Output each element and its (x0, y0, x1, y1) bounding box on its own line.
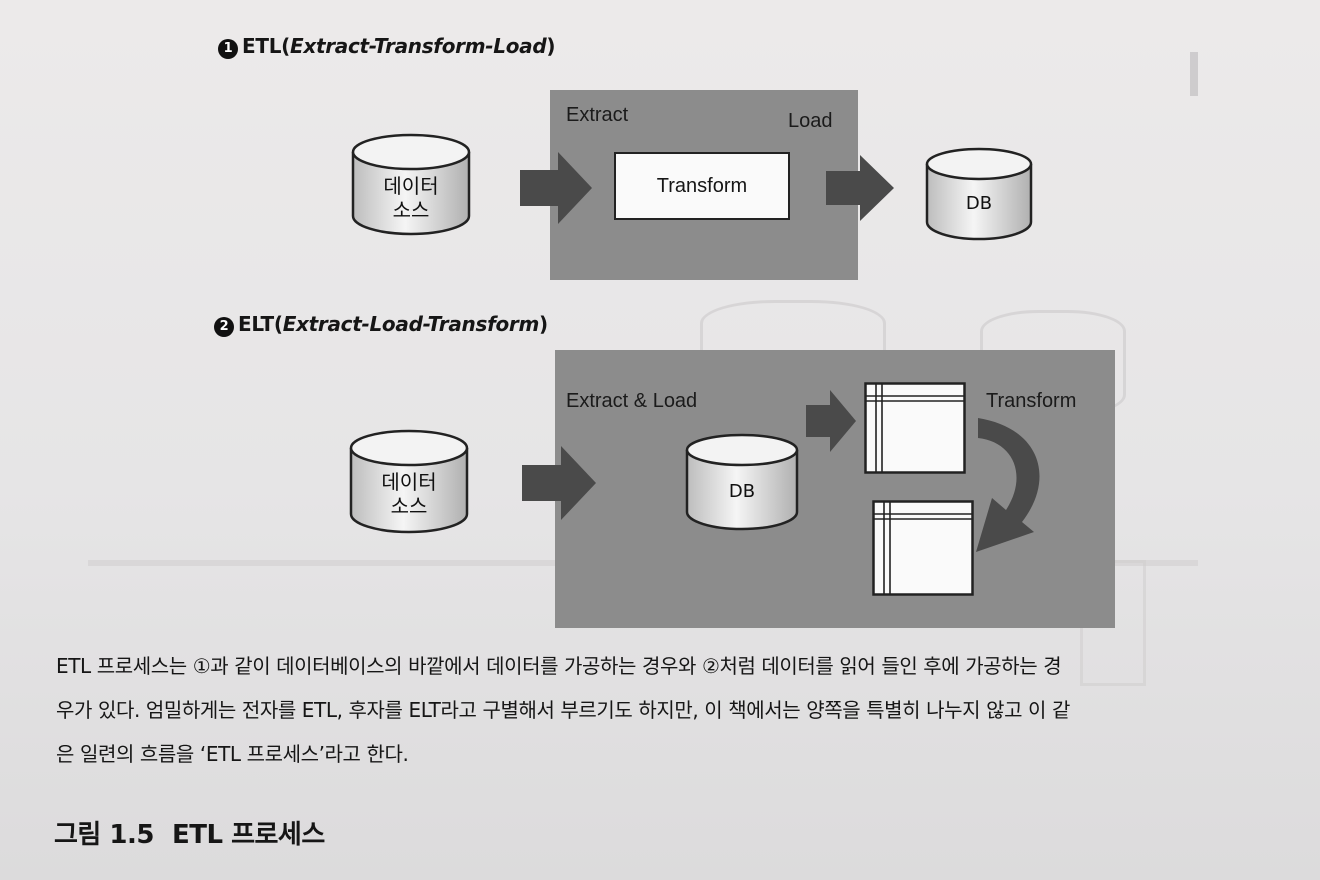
arrow-right-icon (520, 152, 592, 224)
number-badge-icon: 1 (218, 39, 238, 59)
etl-heading-suffix: ) (546, 34, 556, 58)
db-label: DB (728, 481, 756, 502)
arrow-right-icon (806, 390, 856, 452)
curved-arrow-icon (976, 418, 1040, 552)
data-source-label-line1: 데이터 (381, 470, 437, 494)
number-badge-icon: 2 (214, 317, 234, 337)
data-source-label: 데이터 소스 (348, 470, 470, 518)
data-source-label: 데이터 소스 (350, 174, 472, 222)
db-label: DB (965, 193, 993, 214)
elt-heading-italic: Extract-Load-Transform (282, 312, 540, 336)
data-source-label-line2: 소스 (392, 198, 430, 222)
table-icon (864, 382, 966, 474)
database-cylinder-icon (925, 147, 1033, 241)
paragraph-line: 우가 있다. 엄밀하게는 전자를 ETL, 후자를 ELT라고 구별해서 부르기… (56, 698, 1070, 722)
data-source-label-line1: 데이터 (383, 174, 439, 198)
extract-load-label: Extract & Load (566, 390, 698, 412)
etl-heading-prefix: ETL( (242, 34, 290, 58)
data-source-cylinder-icon (351, 133, 471, 236)
extract-label: Extract (566, 104, 629, 126)
etl-heading-italic: Extract-Transform-Load (290, 34, 547, 58)
figure-caption: 그림 1.5 ETL 프로세스 (54, 814, 325, 851)
figure-number: 그림 1.5 (54, 820, 154, 850)
transform-box: Transform (614, 152, 790, 220)
arrow-right-icon (522, 446, 596, 520)
elt-heading-suffix: ) (539, 312, 548, 336)
transform-label: Transform (986, 390, 1077, 412)
paragraph-line: ETL 프로세스는 ①과 같이 데이터베이스의 바깥에서 데이터를 가공하는 경… (56, 654, 1062, 678)
elt-heading-prefix: ELT( (238, 312, 283, 336)
arrow-right-icon (826, 155, 894, 221)
database-cylinder-icon (685, 433, 799, 531)
paragraph-line: 은 일련의 흐름을 ‘ETL 프로세스’라고 한다. (56, 742, 409, 766)
data-source-cylinder-icon (349, 429, 469, 534)
table-icon (872, 500, 974, 596)
bleed-through-heading (880, 52, 1198, 96)
figure-title: ETL 프로세스 (171, 820, 325, 850)
body-paragraph: ETL 프로세스는 ①과 같이 데이터베이스의 바깥에서 데이터를 가공하는 경… (56, 644, 1266, 776)
load-label: Load (788, 110, 833, 132)
data-source-label-line2: 소스 (390, 494, 428, 518)
